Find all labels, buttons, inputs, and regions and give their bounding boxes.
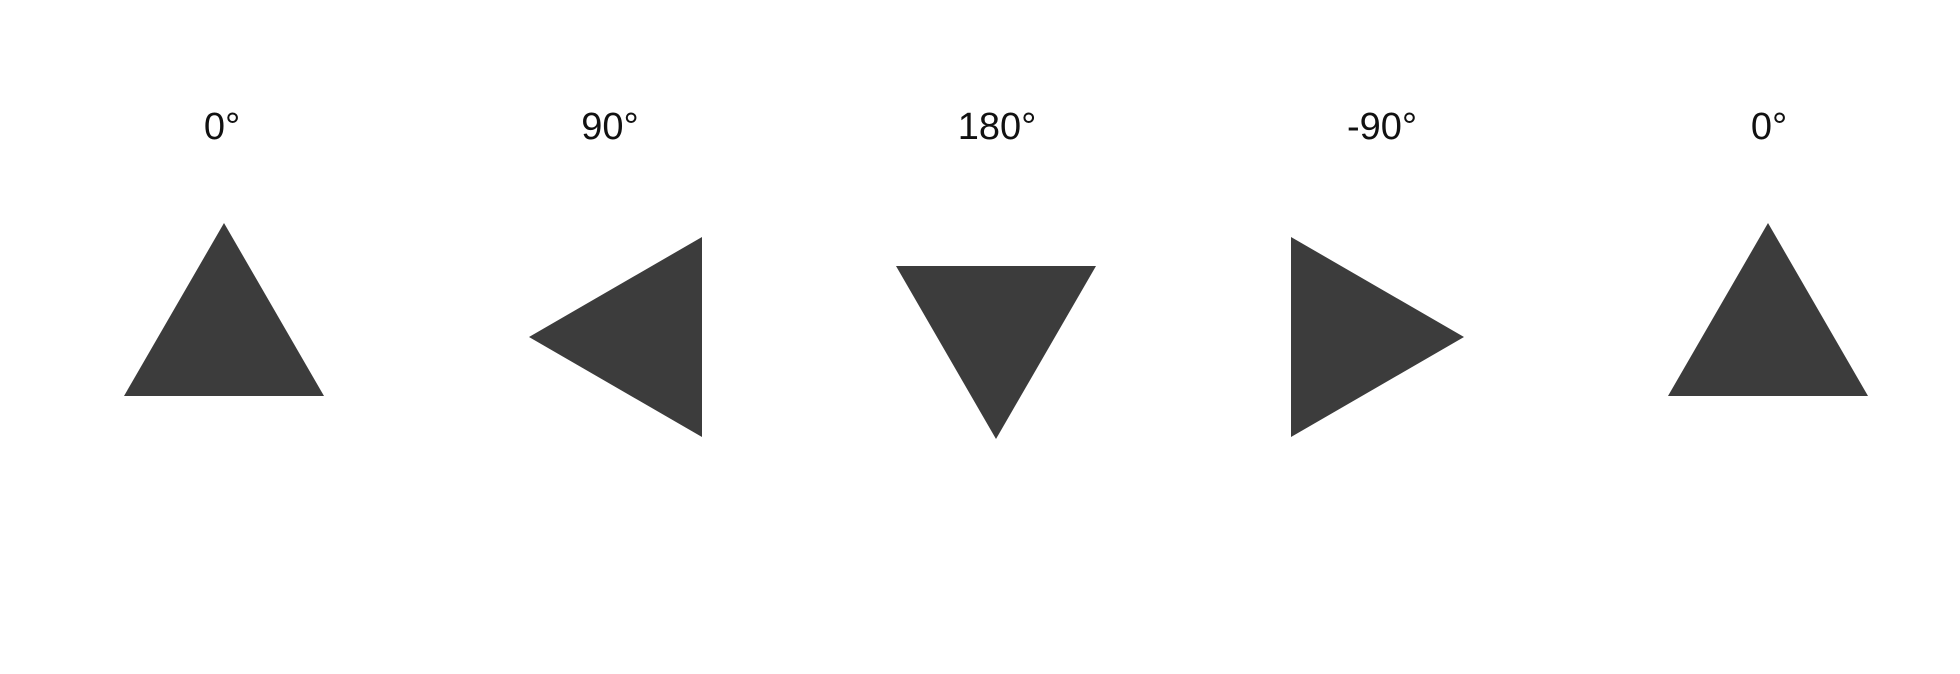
angle-label: 0° bbox=[204, 106, 240, 148]
triangle-shape bbox=[896, 266, 1096, 439]
rotation-item: -90° bbox=[1291, 106, 1464, 437]
angle-label: 0° bbox=[1751, 106, 1787, 148]
triangle-shape bbox=[529, 237, 702, 437]
triangle-shape bbox=[1668, 223, 1868, 396]
triangle-shape bbox=[124, 223, 324, 396]
angle-label: 180° bbox=[958, 106, 1037, 148]
angle-label: 90° bbox=[581, 106, 638, 148]
angle-label: -90° bbox=[1347, 106, 1417, 148]
rotation-item: 90° bbox=[529, 106, 702, 437]
triangle-shape bbox=[1291, 237, 1464, 437]
rotation-item: 180° bbox=[896, 106, 1096, 439]
rotation-item: 0° bbox=[1668, 106, 1868, 396]
rotation-item: 0° bbox=[124, 106, 324, 396]
